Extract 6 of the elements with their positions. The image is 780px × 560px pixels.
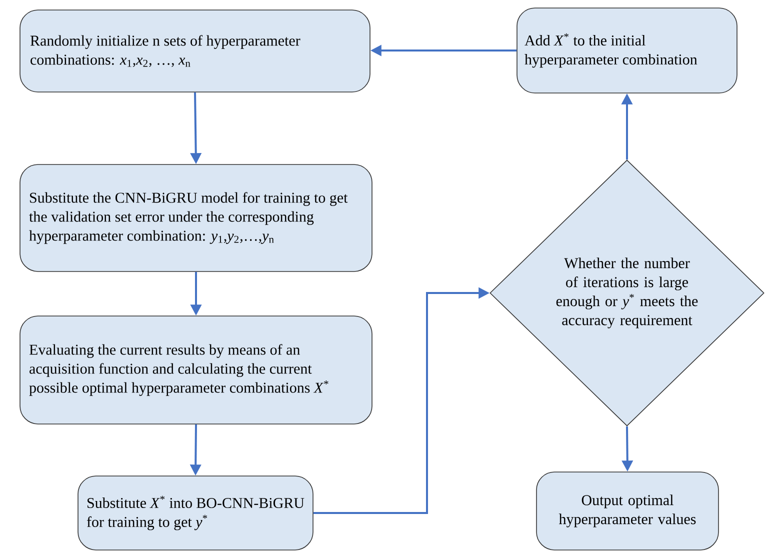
process-box: Randomly initialize n sets of hyperparameter combinations: x$_{1}$,x$_{2}$, …, x$_{n}$ [20, 10, 370, 92]
process-box: Substitute X$^{*}$ into BO-CNN-BiGRU for training to get y$^{*}$ [78, 476, 314, 550]
process-box: Substitute the CNN-BiGRU model for training to get the validation set error under the corresponding hyperparameter combination: y$_{1}$,y$_{2}$,…,y$_{n}$ [20, 164, 372, 272]
process-box: Evaluating the current results by means of an acquisition function and calculating the current possible optimal hyperparameter combinations X$^{*}$ [20, 316, 372, 424]
process-box: Add X$^{*}$ to the initial hyperparameter combination [516, 8, 738, 94]
process-box: Output optimal hyperparameter values [536, 472, 719, 550]
